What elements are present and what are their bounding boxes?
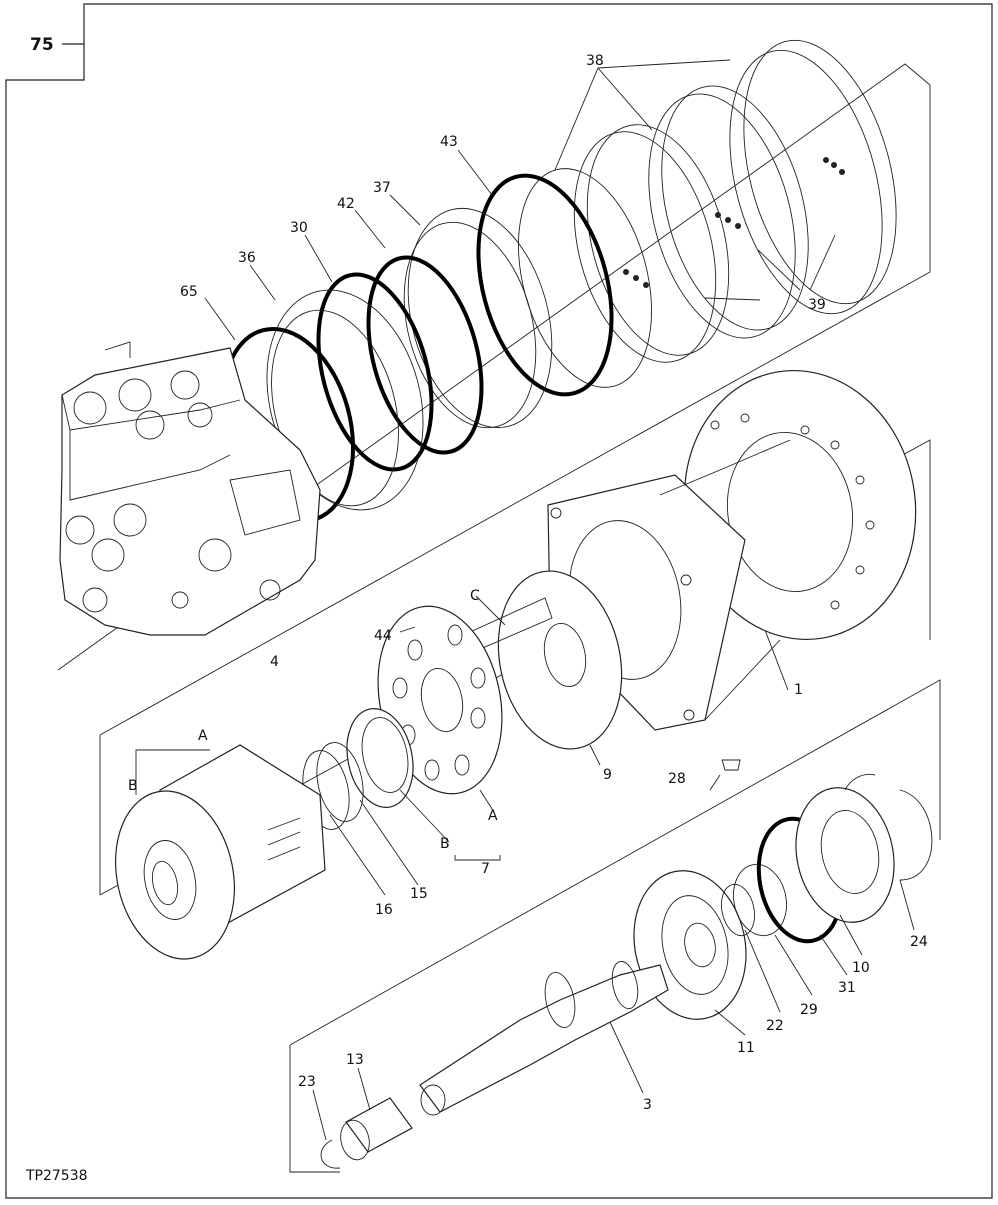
callout-22: 22 bbox=[766, 1018, 784, 1034]
spring-seat-parts bbox=[302, 708, 414, 830]
callout-36: 36 bbox=[238, 250, 256, 266]
callout-16: 16 bbox=[375, 902, 393, 918]
shaft-assembly bbox=[320, 759, 933, 1169]
figure-id: TP27538 bbox=[25, 1168, 88, 1184]
callout-b-letter-1: B bbox=[128, 778, 138, 794]
valve-body bbox=[59, 341, 321, 636]
callout-31: 31 bbox=[838, 980, 856, 996]
callout-39: 39 bbox=[808, 297, 826, 313]
callout-a-letter-1: A bbox=[198, 728, 208, 744]
leader-lines bbox=[135, 59, 915, 1141]
callout-37: 37 bbox=[373, 180, 391, 196]
callout-11: 11 bbox=[737, 1040, 755, 1056]
callout-29: 29 bbox=[800, 1002, 818, 1018]
callout-7: 7 bbox=[481, 861, 490, 877]
callout-65: 65 bbox=[180, 284, 198, 300]
page-number: 75 bbox=[30, 35, 54, 55]
callout-44: 44 bbox=[374, 628, 392, 644]
callout-b-letter-2: B bbox=[440, 836, 450, 852]
callout-10: 10 bbox=[852, 960, 870, 976]
callout-23: 23 bbox=[298, 1074, 316, 1090]
callout-1: 1 bbox=[794, 682, 803, 698]
cylinder-block bbox=[114, 744, 326, 960]
callout-c-letter: C bbox=[470, 588, 480, 604]
ring-stack bbox=[220, 39, 897, 524]
callout-3: 3 bbox=[643, 1097, 652, 1113]
callout-a-letter-2: A bbox=[488, 808, 498, 824]
callout-38: 38 bbox=[586, 53, 604, 69]
callout-28: 28 bbox=[668, 771, 686, 787]
callout-9: 9 bbox=[603, 767, 612, 783]
callout-15: 15 bbox=[410, 886, 428, 902]
page-frame bbox=[5, 3, 993, 1199]
callout-43: 43 bbox=[440, 134, 458, 150]
callout-labels: 65 36 30 42 37 43 38 39 1 4 C 44 9 28 A … bbox=[128, 53, 928, 1113]
callout-42: 42 bbox=[337, 196, 355, 212]
callout-24: 24 bbox=[910, 934, 928, 950]
callout-13: 13 bbox=[346, 1052, 364, 1068]
callout-4: 4 bbox=[270, 654, 279, 670]
callout-30: 30 bbox=[290, 220, 308, 236]
